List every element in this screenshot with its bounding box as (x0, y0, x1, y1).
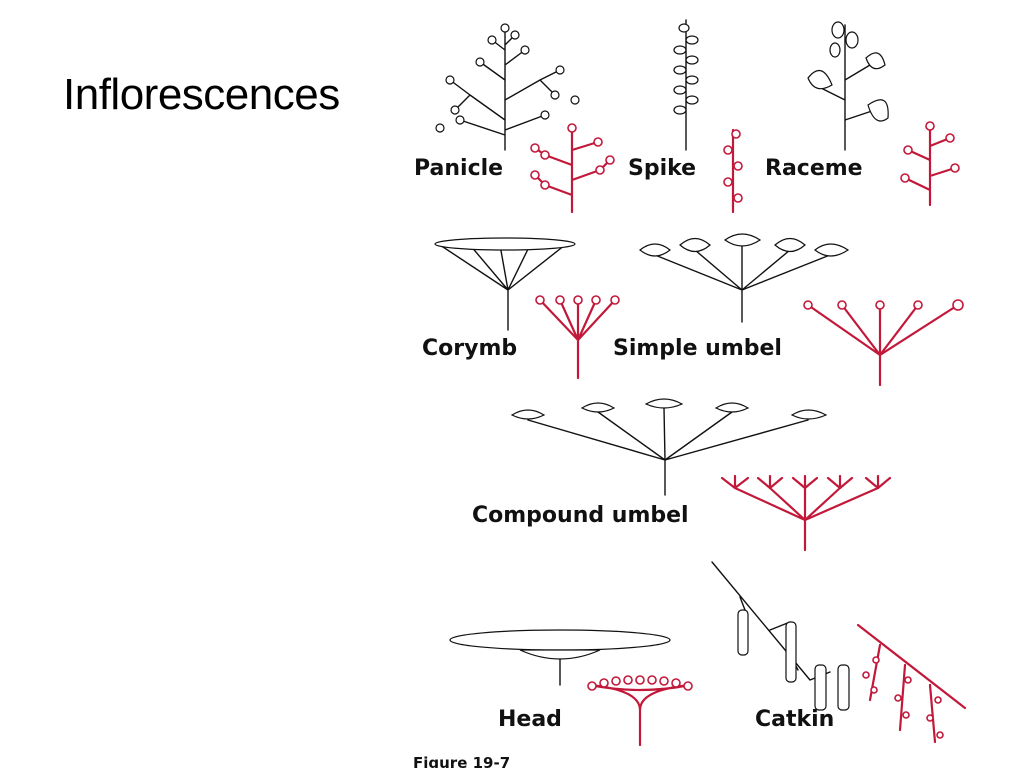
panicle-illustration (435, 23, 580, 151)
catkin-diagram (856, 623, 967, 744)
simple-umbel-illustration (639, 233, 850, 323)
label-compound-umbel: Compound umbel (472, 503, 689, 528)
compound-umbel-diagram (720, 474, 892, 552)
panicle-diagram (530, 123, 615, 214)
compound-umbel-illustration (510, 398, 828, 496)
corymb-illustration (434, 237, 576, 331)
label-head: Head (498, 707, 562, 732)
label-corymb: Corymb (422, 336, 517, 361)
label-simple-umbel: Simple umbel (613, 336, 782, 361)
spike-diagram (723, 128, 743, 214)
label-panicle: Panicle (414, 156, 503, 181)
simple-umbel-diagram (803, 299, 964, 387)
raceme-illustration (807, 21, 889, 151)
label-catkin: Catkin (755, 707, 834, 732)
spike-illustration (673, 19, 699, 151)
figure-caption: Figure 19-7 (413, 754, 510, 768)
label-raceme: Raceme (765, 156, 863, 181)
slide-title: Inflorescences (63, 70, 340, 119)
catkin-illustration (711, 561, 850, 711)
raceme-diagram (900, 121, 960, 207)
corymb-diagram (535, 295, 620, 380)
head-illustration (449, 629, 671, 686)
label-spike: Spike (628, 156, 696, 181)
head-diagram (587, 675, 693, 747)
